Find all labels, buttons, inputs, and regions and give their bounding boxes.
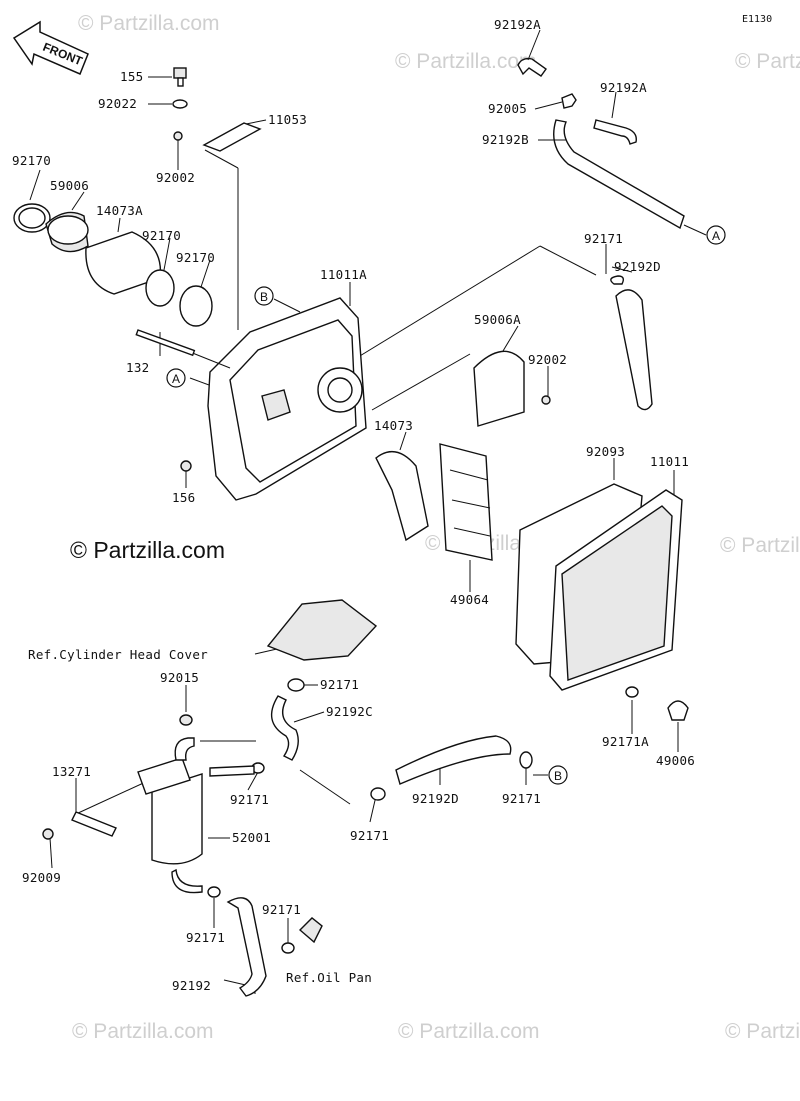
part-label: 14073A bbox=[96, 203, 143, 218]
stay-13271 bbox=[71, 811, 117, 837]
watermark-text: © Partzilla.com bbox=[725, 1020, 800, 1043]
part-label: 92171 bbox=[320, 677, 359, 692]
part-label: 92192C bbox=[326, 704, 373, 719]
washer-92022 bbox=[172, 99, 188, 109]
part-label: 52001 bbox=[232, 830, 271, 845]
ref-oil-pan bbox=[298, 917, 323, 944]
clamp-92171-mid bbox=[370, 787, 386, 801]
hose-92192C bbox=[270, 695, 299, 761]
bracket-11053 bbox=[202, 122, 262, 152]
part-label: 92192 bbox=[172, 978, 211, 993]
part-label: 11011 bbox=[650, 454, 689, 469]
part-label: Ref.Cylinder Head Cover bbox=[28, 647, 208, 662]
part-label: 92171A bbox=[602, 734, 649, 749]
hose-92192D-bottom bbox=[395, 735, 512, 785]
part-label: 155 bbox=[120, 69, 143, 84]
part-labels: 92192A 92192A 92005 92192B 155 92022 110… bbox=[12, 17, 695, 993]
bolt-92002-mid bbox=[541, 395, 551, 405]
part-label: 92192D bbox=[412, 791, 459, 806]
part-label: 92171 bbox=[230, 792, 269, 807]
part-label: 92171 bbox=[502, 791, 541, 806]
part-label: 92009 bbox=[22, 870, 61, 885]
part-label: 132 bbox=[126, 360, 149, 375]
part-label: 11011A bbox=[320, 267, 367, 282]
watermark-text-dark: © Partzilla.com bbox=[70, 537, 225, 563]
part-label: 59006A bbox=[474, 312, 521, 327]
hose-92192D-top bbox=[615, 289, 653, 411]
part-label: 92171 bbox=[350, 828, 389, 843]
bolt-156 bbox=[180, 460, 192, 472]
part-label: 14073 bbox=[374, 418, 413, 433]
part-label: 92192A bbox=[600, 80, 647, 95]
part-label: 92015 bbox=[160, 670, 199, 685]
callout-b-bottom: B bbox=[548, 765, 568, 785]
cover-59006A bbox=[473, 350, 525, 427]
leader-lines bbox=[29, 29, 707, 994]
part-label: 92192B bbox=[482, 132, 529, 147]
part-label: 11053 bbox=[268, 112, 307, 127]
air-cleaner-housing-11011A bbox=[139, 297, 367, 501]
ref-cylinder-head-cover bbox=[266, 599, 378, 661]
part-label: Ref.Oil Pan bbox=[286, 970, 372, 985]
clamp-92171-b bbox=[519, 751, 533, 769]
cover-11011 bbox=[515, 483, 683, 691]
bolt-92002 bbox=[173, 131, 183, 141]
duct-clamps-left bbox=[13, 203, 213, 327]
part-label: 13271 bbox=[52, 764, 91, 779]
part-label: 92171 bbox=[262, 902, 301, 917]
part-label: 92005 bbox=[488, 101, 527, 116]
callout-a-housing: A bbox=[166, 368, 186, 388]
separator-tank-52001 bbox=[137, 714, 265, 894]
watermark-text: © Partzilla.com bbox=[398, 1020, 540, 1043]
part-label: 92170 bbox=[12, 153, 51, 168]
clamp-92171-c bbox=[287, 678, 305, 692]
part-label: 92192A bbox=[494, 17, 541, 32]
clamp-92171-top bbox=[610, 275, 625, 285]
breather-hose-top bbox=[517, 57, 685, 230]
part-label: 92093 bbox=[586, 444, 625, 459]
watermark-text: © Partzilla.com bbox=[72, 1020, 214, 1043]
clamp-92171-pan bbox=[281, 942, 295, 954]
watermark-text: © Partzilla.com bbox=[720, 534, 800, 557]
callout-a-top: A bbox=[706, 225, 726, 245]
part-label: 49006 bbox=[656, 753, 695, 768]
bolt-155 bbox=[173, 67, 187, 87]
diagram-code: E1130 bbox=[742, 14, 772, 25]
part-label: 92170 bbox=[176, 250, 215, 265]
callout-label: B bbox=[260, 290, 268, 304]
duct-14073 bbox=[375, 450, 429, 542]
callout-label: A bbox=[712, 229, 720, 243]
part-label: 92192D bbox=[614, 259, 661, 274]
part-label: 92170 bbox=[142, 228, 181, 243]
part-label: 92022 bbox=[98, 96, 137, 111]
part-label: 92171 bbox=[584, 231, 623, 246]
bolt-132 bbox=[135, 329, 196, 357]
callout-label: A bbox=[172, 372, 180, 386]
part-label: 92171 bbox=[186, 930, 225, 945]
watermark-text: © Partzilla.com bbox=[78, 12, 220, 35]
part-label: 49064 bbox=[450, 592, 489, 607]
watermark-text: © Partzilla.com bbox=[395, 50, 537, 73]
hose-92192 bbox=[226, 897, 267, 997]
part-label: 156 bbox=[172, 490, 195, 505]
part-label: 59006 bbox=[50, 178, 89, 193]
cap-49006 bbox=[667, 700, 689, 721]
bolt-92009 bbox=[42, 828, 54, 840]
callout-label: B bbox=[554, 769, 562, 783]
part-label: 92002 bbox=[528, 352, 567, 367]
clamp-92171A bbox=[625, 686, 639, 698]
front-arrow-icon: FRONT bbox=[12, 20, 89, 75]
clamp-92171-low bbox=[207, 886, 221, 898]
element-49064 bbox=[439, 443, 493, 561]
part-label: 92002 bbox=[156, 170, 195, 185]
callout-b-housing: B bbox=[254, 286, 274, 306]
watermark-text: © Partzilla.com bbox=[735, 50, 800, 73]
